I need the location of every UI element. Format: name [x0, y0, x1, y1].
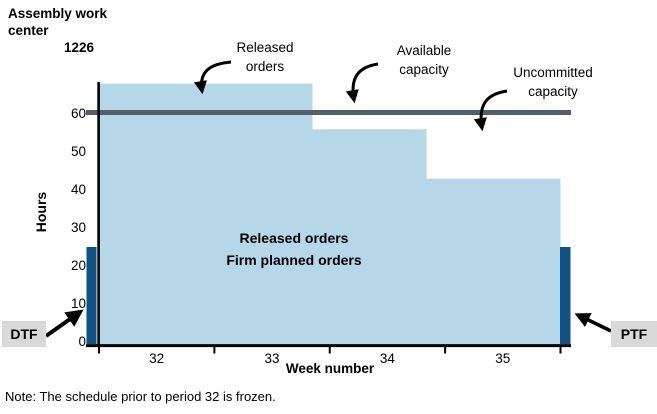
uncommitted-capacity-arrow [473, 89, 508, 132]
figure-title: Assembly work center 1226 [8, 5, 150, 56]
annotation-uncommitted-capacity: Uncommitted capacity [497, 64, 609, 101]
dtf-bar [86, 247, 97, 344]
footnote: Note: The schedule prior to period 32 is… [5, 389, 276, 404]
y-tick-label: 20 [70, 258, 86, 273]
annotation-released-orders-line1: Released [236, 40, 294, 55]
ptf-bar [560, 247, 571, 344]
y-axis-title: Hours [33, 191, 49, 233]
figure-title-line2: 1226 [63, 40, 95, 55]
area-label: Released orders Firm planned orders [184, 228, 404, 271]
released-orders-arrow [193, 60, 232, 95]
y-tick-label: 30 [70, 220, 86, 235]
annotation-uncommitted-capacity-line2: capacity [528, 83, 578, 99]
annotation-released-orders-line2: orders [245, 58, 285, 74]
x-tick-label: 32 [149, 351, 165, 366]
available-capacity-arrow [345, 62, 379, 104]
x-tick-label: 33 [264, 351, 280, 366]
x-tick-label: 35 [495, 351, 511, 366]
load-area [99, 83, 561, 344]
area-label-line2: Firm planned orders [226, 251, 362, 268]
annotation-uncommitted-capacity-line1: Uncommitted [513, 65, 593, 80]
x-axis-title: Week number [285, 361, 375, 376]
dtf-arrow [44, 309, 84, 338]
y-tick-label: 40 [70, 182, 86, 197]
area-label-line1: Released orders [239, 230, 349, 246]
y-tick-label: 60 [70, 106, 86, 121]
figure-title-line1: Assembly work center [8, 6, 108, 38]
dtf-label: DTF [10, 326, 38, 342]
annotation-available-capacity: Available capacity [374, 42, 474, 79]
annotation-released-orders: Released orders [215, 39, 315, 76]
ptf-label-box: PTF [611, 321, 657, 347]
y-tick-label: 10 [70, 296, 86, 311]
y-tick-label: 50 [70, 144, 86, 159]
annotation-available-capacity-line1: Available [396, 43, 452, 58]
dtf-label-box: DTF [2, 321, 46, 347]
y-tick-label: 0 [78, 334, 86, 349]
annotation-available-capacity-line2: capacity [399, 61, 449, 77]
ptf-arrow [574, 313, 612, 333]
x-tick-label: 34 [379, 351, 395, 366]
ptf-label: PTF [620, 326, 648, 342]
